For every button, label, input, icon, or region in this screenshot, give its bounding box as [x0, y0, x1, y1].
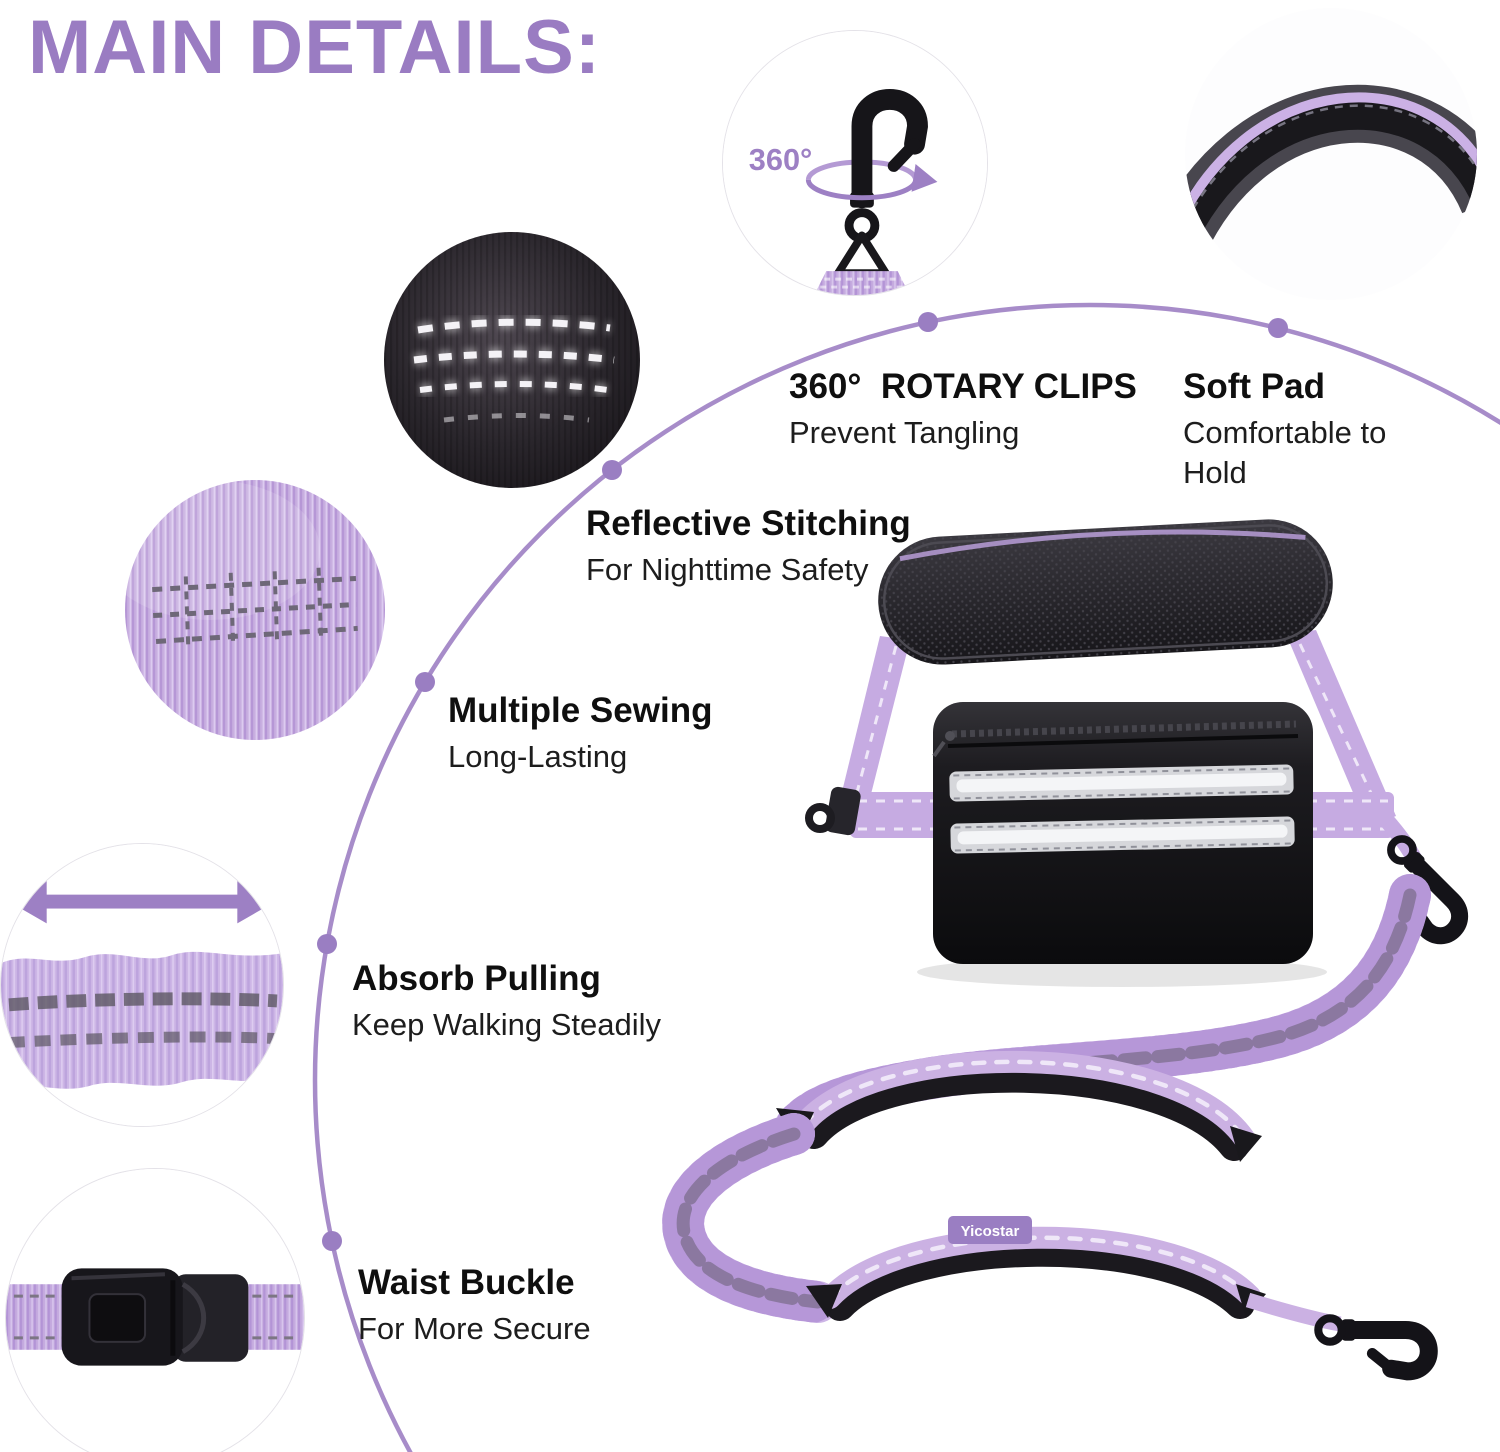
rotation-arrowhead-icon	[911, 163, 938, 192]
callout-multiple-sewing: Multiple Sewing Long-Lasting	[448, 690, 768, 777]
soft-pad-heading: Soft Pad	[1183, 367, 1325, 406]
waist-buckle-zoom-photo	[5, 1168, 305, 1452]
reflective-stripes	[949, 764, 1295, 854]
stretch-arrow	[8, 879, 276, 924]
waist-buckle-sub: For More Secure	[358, 1311, 591, 1346]
dot-rotary-clips	[918, 312, 938, 332]
side-release-buckle	[61, 1268, 249, 1366]
multiple-sewing-heading: Multiple Sewing	[448, 691, 713, 730]
multiple-sewing-art	[125, 480, 385, 740]
page-title: MAIN DETAILS:	[28, 5, 602, 90]
callout-waist-buckle: Waist Buckle For More Secure	[358, 1262, 678, 1349]
callout-rotary-clips: 360° ROTARY CLIPS Prevent Tangling	[789, 366, 1209, 453]
zipper-pull-icon	[932, 740, 946, 758]
rotation-degrees-label: 360°	[749, 142, 813, 177]
clip-strap	[814, 271, 910, 295]
handle-pad-inner	[1185, 97, 1477, 263]
soft-pad-art	[1185, 8, 1477, 300]
reflective-stitching-sub: For Nighttime Safety	[586, 552, 869, 587]
rotary-clips-sub: Prevent Tangling	[789, 415, 1020, 450]
connector-arc	[312, 302, 1500, 1452]
soft-pad-sub: Comfortable to Hold	[1183, 415, 1387, 490]
reflective-stitching-zoom-photo	[384, 232, 640, 488]
reflective-stitch-rows	[413, 318, 615, 423]
zipper	[951, 720, 1297, 738]
multiple-sewing-sub: Long-Lasting	[448, 739, 628, 774]
absorb-pulling-heading: Absorb Pulling	[352, 959, 601, 998]
waist-buckle-art	[6, 1169, 304, 1452]
bungee-dark-stripe	[8, 992, 278, 1012]
callout-absorb-pulling: Absorb Pulling Keep Walking Steadily	[352, 958, 722, 1045]
waist-buckle-heading: Waist Buckle	[358, 1263, 575, 1302]
rotation-arrow-front	[805, 179, 919, 201]
reflective-stitching-heading: Reflective Stitching	[586, 504, 911, 543]
handle-link-icon	[1230, 1126, 1262, 1162]
multiple-sewing-zoom-photo	[125, 480, 385, 740]
shoulder-pad	[878, 519, 1333, 665]
bungee-cord-lower	[662, 1113, 839, 1323]
brand-tag: Yicostar	[948, 1216, 1032, 1244]
absorb-pulling-zoom-photo	[0, 843, 284, 1127]
belt-adjuster-ring	[805, 786, 861, 836]
trim-stitching	[1185, 104, 1477, 226]
box-stitching	[152, 567, 358, 651]
reflective-stitching-art	[384, 232, 640, 488]
waist-bag	[917, 702, 1327, 987]
soft-pad-zoom-photo	[1185, 8, 1477, 300]
handle-link-icon	[806, 1284, 842, 1318]
absorb-pulling-art	[1, 844, 283, 1126]
bungee-dark-stripe	[8, 1031, 278, 1049]
absorb-pulling-sub: Keep Walking Steadily	[352, 1007, 662, 1042]
arc-dots	[317, 312, 1288, 1251]
dot-absorb-pulling	[317, 934, 337, 954]
dot-reflective-stitching	[602, 460, 622, 480]
brand-tag-label: Yicostar	[961, 1223, 1020, 1240]
padded-handle-lower	[806, 1226, 1266, 1321]
bungee-band	[1, 951, 283, 1089]
rotary-clip-zoom-photo: 360°	[722, 30, 988, 296]
callout-reflective-stitching: Reflective Stitching For Nighttime Safet…	[586, 503, 926, 590]
dot-soft-pad	[1268, 318, 1288, 338]
dot-multiple-sewing	[415, 672, 435, 692]
callout-soft-pad: Soft Pad Comfortable to Hold	[1183, 366, 1445, 492]
purple-trim	[1185, 92, 1477, 222]
rotary-clips-heading: 360° ROTARY CLIPS	[789, 367, 1137, 406]
rotary-clip-art: 360°	[723, 31, 987, 295]
dot-waist-buckle	[322, 1231, 342, 1251]
